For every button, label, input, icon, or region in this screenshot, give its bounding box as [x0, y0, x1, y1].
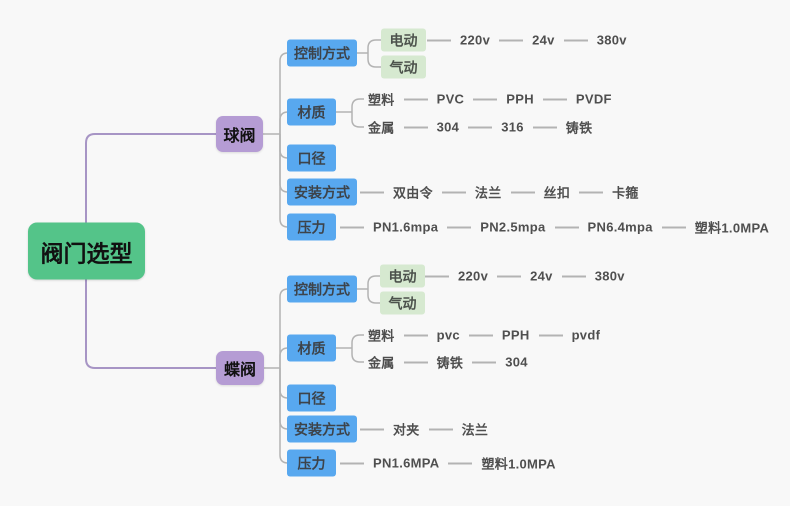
- chain-connector-line: [468, 334, 493, 336]
- chain-leaf[interactable]: PPH: [501, 327, 530, 343]
- chain-connector-line: [441, 191, 466, 193]
- chain-leaf[interactable]: 法兰: [474, 185, 502, 201]
- chain-butterfly-installation: 对夹 法兰: [360, 420, 488, 439]
- option-node-butterfly-electric[interactable]: 电动: [380, 264, 425, 288]
- chain-leaf[interactable]: 塑料1.0MPA: [481, 456, 556, 472]
- chain-leaf[interactable]: 380v: [596, 32, 627, 48]
- chain-ball-material-plastic: 塑料 PVC PPH PVDF: [368, 90, 612, 109]
- chain-connector-line: [554, 226, 579, 228]
- category-node-butterfly-material[interactable]: 材质: [287, 334, 336, 362]
- category-node-ball-control-method[interactable]: 控制方式: [287, 39, 357, 67]
- chain-connector-line: [468, 126, 493, 128]
- chain-leaf[interactable]: 法兰: [461, 422, 489, 438]
- chain-connector-line: [360, 428, 384, 430]
- chain-butterfly-material-plastic: 塑料 pvc PPH pvdf: [368, 326, 600, 345]
- chain-leaf[interactable]: 卡箍: [612, 185, 639, 201]
- category-node-butterfly-installation[interactable]: 安装方式: [287, 415, 357, 443]
- category-node-butterfly-diameter[interactable]: 口径: [287, 384, 336, 412]
- chain-leaf[interactable]: pvc: [436, 327, 460, 343]
- chain-leaf[interactable]: PVC: [436, 91, 465, 107]
- category-node-butterfly-pressure[interactable]: 压力: [287, 449, 336, 477]
- chain-leaf[interactable]: PN2.5mpa: [480, 219, 546, 235]
- chain-connector-line: [447, 226, 472, 228]
- chain-connector-line: [403, 126, 428, 128]
- chain-leaf[interactable]: PVDF: [575, 91, 612, 107]
- chain-ball-electric-voltages: 220v 24v 380v: [427, 33, 627, 48]
- chain-leaf[interactable]: PN1.6MPA: [373, 455, 440, 471]
- chain-butterfly-pressure: PN1.6MPA 塑料1.0MPA: [340, 454, 556, 473]
- chain-connector-line: [510, 191, 535, 193]
- chain-ball-installation: 双由令 法兰 丝扣 卡箍: [360, 183, 639, 202]
- chain-connector-line: [403, 361, 428, 363]
- chain-connector-line: [428, 428, 453, 430]
- chain-leaf[interactable]: PN1.6mpa: [373, 219, 439, 235]
- chain-leaf[interactable]: 金属: [368, 120, 395, 136]
- chain-connector-line: [497, 275, 522, 277]
- branch-node-ball-valve[interactable]: 球阀: [216, 116, 263, 152]
- chain-connector-line: [427, 39, 451, 41]
- category-node-ball-diameter[interactable]: 口径: [287, 144, 336, 172]
- chain-connector-line: [425, 275, 449, 277]
- chain-leaf[interactable]: PPH: [506, 91, 534, 107]
- chain-connector-line: [472, 361, 497, 363]
- chain-connector-line: [360, 191, 384, 193]
- chain-connector-line: [579, 191, 604, 193]
- chain-leaf[interactable]: 24v: [532, 32, 555, 48]
- chain-butterfly-material-metal: 金属 铸铁 304: [368, 353, 528, 372]
- chain-connector-line: [661, 226, 686, 228]
- chain-leaf[interactable]: 塑料: [368, 328, 395, 344]
- chain-leaf[interactable]: 24v: [530, 268, 553, 284]
- chain-leaf[interactable]: 铸铁: [436, 355, 464, 371]
- branch-node-butterfly-valve[interactable]: 蝶阀: [216, 351, 264, 385]
- chain-connector-line: [340, 462, 364, 464]
- chain-leaf[interactable]: 丝扣: [543, 185, 571, 201]
- chain-connector-line: [403, 334, 428, 336]
- category-node-ball-installation[interactable]: 安装方式: [287, 178, 357, 206]
- chain-connector-line: [499, 39, 524, 41]
- chain-connector-line: [561, 275, 586, 277]
- chain-connector-line: [542, 98, 567, 100]
- option-node-butterfly-pneumatic[interactable]: 气动: [380, 291, 425, 315]
- chain-connector-line: [340, 226, 364, 228]
- category-node-ball-pressure[interactable]: 压力: [287, 213, 336, 241]
- chain-butterfly-electric-voltages: 220v 24v 380v: [425, 269, 625, 284]
- chain-leaf[interactable]: PN6.4mpa: [587, 219, 653, 235]
- chain-leaf[interactable]: 铸铁: [565, 120, 593, 136]
- root-node-valve-selection[interactable]: 阀门选型: [28, 222, 145, 280]
- option-node-ball-pneumatic[interactable]: 气动: [381, 55, 426, 79]
- chain-leaf[interactable]: pvdf: [571, 327, 601, 343]
- category-node-ball-material[interactable]: 材质: [287, 98, 336, 126]
- chain-leaf[interactable]: 304: [505, 354, 528, 370]
- chain-connector-line: [403, 98, 428, 100]
- chain-connector-line: [532, 126, 557, 128]
- chain-leaf[interactable]: 塑料: [368, 92, 395, 108]
- chain-leaf[interactable]: 380v: [594, 268, 625, 284]
- chain-leaf[interactable]: 双由令: [393, 185, 433, 201]
- chain-connector-line: [448, 462, 473, 464]
- chain-ball-material-metal: 金属 304 316 铸铁: [368, 118, 592, 137]
- chain-leaf[interactable]: 220v: [458, 268, 489, 284]
- chain-leaf[interactable]: 对夹: [393, 422, 420, 438]
- chain-leaf[interactable]: 塑料1.0MPA: [694, 220, 770, 236]
- chain-ball-pressure: PN1.6mpa PN2.5mpa PN6.4mpa 塑料1.0MPA: [340, 218, 769, 237]
- chain-leaf[interactable]: 金属: [368, 355, 395, 371]
- chain-connector-line: [473, 98, 498, 100]
- chain-leaf[interactable]: 220v: [460, 32, 491, 48]
- chain-connector-line: [563, 39, 588, 41]
- category-node-butterfly-control-method[interactable]: 控制方式: [287, 275, 357, 303]
- option-node-ball-electric[interactable]: 电动: [381, 28, 426, 52]
- chain-leaf[interactable]: 304: [436, 119, 460, 135]
- chain-leaf[interactable]: 316: [501, 119, 524, 135]
- chain-connector-line: [538, 334, 563, 336]
